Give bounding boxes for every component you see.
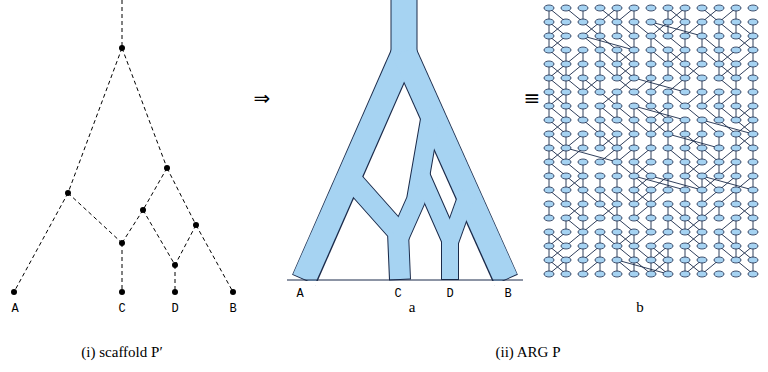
implies-symbol: ⇒: [254, 88, 271, 108]
leaf-label: A: [11, 303, 18, 315]
leaf-label: A: [296, 288, 303, 300]
leaf-label: B: [229, 303, 236, 315]
leaf-label: D: [171, 303, 178, 315]
panel-letter: b: [636, 300, 644, 315]
leaf-label: B: [504, 288, 511, 300]
panel-caption: (i) scaffold P′: [81, 345, 162, 360]
leaf-label: C: [394, 288, 401, 300]
equivalence-symbol: ≡: [524, 88, 541, 108]
leaf-label: D: [446, 288, 453, 300]
panel-letter: a: [409, 300, 416, 315]
leaf-label: C: [118, 303, 125, 315]
panel-caption: (ii) ARG P: [495, 345, 560, 360]
